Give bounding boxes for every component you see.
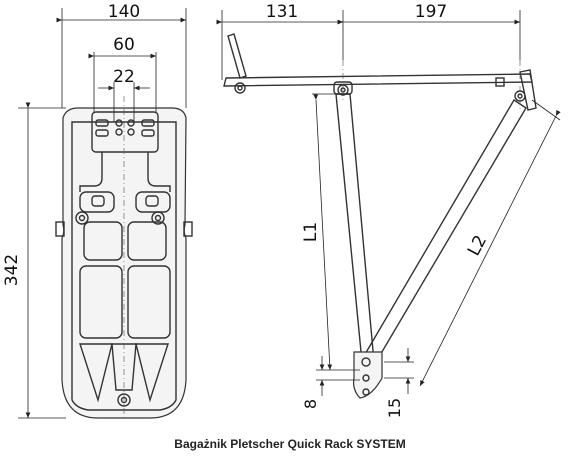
- dim-22: 22: [113, 67, 135, 87]
- dim-131: 131: [266, 2, 298, 22]
- dim-197: 197: [415, 2, 447, 22]
- front-view: 140 60 22 342: [2, 2, 193, 419]
- dim-60: 60: [113, 35, 135, 55]
- caption: Bagażnik Pletscher Quick Rack SYSTEM: [174, 437, 406, 451]
- dim-342: 342: [2, 254, 22, 286]
- dim-l1: L1: [301, 222, 321, 242]
- dim-140: 140: [108, 2, 140, 22]
- side-view: 131 197 L1 L2 8 15: [216, 2, 561, 418]
- dim-l2: L2: [464, 232, 491, 259]
- dim-15: 15: [385, 398, 404, 418]
- dim-8: 8: [301, 399, 320, 409]
